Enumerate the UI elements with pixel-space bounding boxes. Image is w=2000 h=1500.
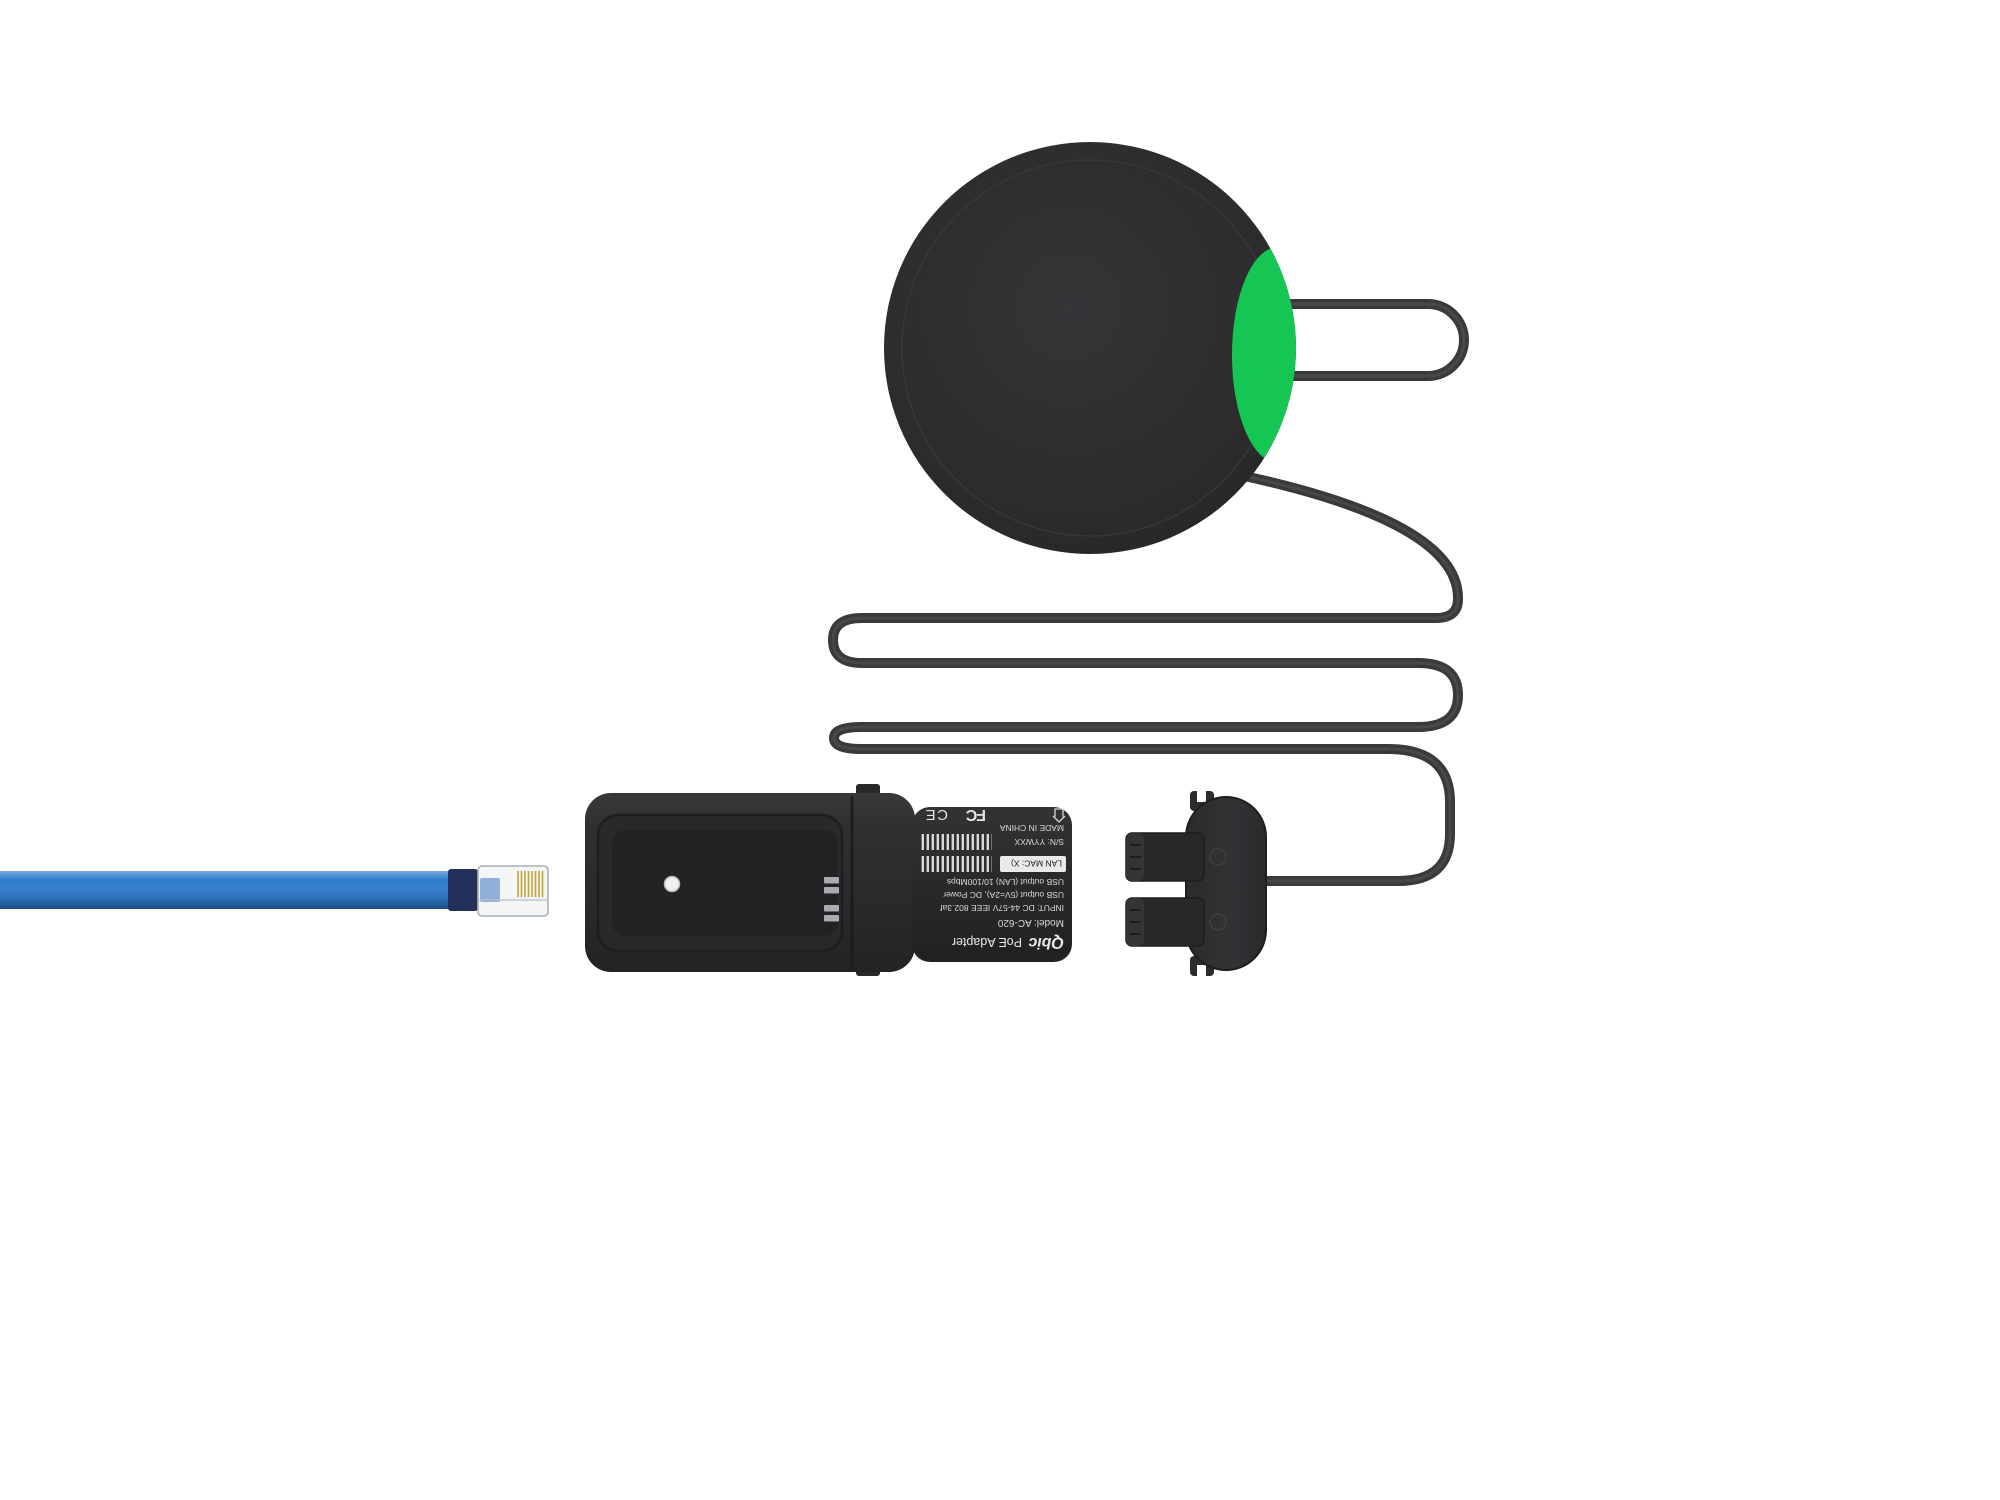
power-cable-loop: [1271, 299, 1469, 381]
usb-plug-bottom: [1125, 897, 1205, 947]
label-barcode-1: [920, 856, 992, 872]
poe-adapter: Qbic PoE Adapter Model: AC-620 INPUT: DC…: [585, 784, 1072, 976]
ethernet-cable-assembly: [0, 865, 549, 917]
power-cable: [828, 299, 1469, 886]
power-cable-loop-highlight: [1274, 302, 1466, 378]
adapter-metal-contacts: [824, 877, 839, 922]
puck-body: [884, 142, 1296, 554]
label-usb-power-line: USB output (5V=2A), DC Power: [943, 890, 1064, 900]
label-mac-box: [1000, 856, 1066, 872]
rj45-connector: [477, 865, 549, 917]
adapter-label: Qbic PoE Adapter Model: AC-620 INPUT: DC…: [920, 806, 1066, 951]
usb-plug-top-grip-ridges: [1130, 844, 1141, 870]
label-input-line: INPUT: DC 44-57V IEEE 802.3af: [940, 903, 1064, 913]
label-model-line: Model: AC-620: [997, 917, 1064, 928]
grommet-mold-mark-bottom: [1209, 913, 1227, 931]
grommet-mold-mark-top: [1209, 848, 1227, 866]
ce-logo: CE: [924, 806, 948, 823]
ethernet-cable-tip: [448, 869, 478, 911]
usb-plug-top: [1125, 832, 1205, 882]
rj45-inner-cable: [480, 878, 500, 902]
puck-device: [884, 142, 1296, 554]
label-product: PoE Adapter: [952, 935, 1022, 949]
adapter-cavity-hole: [663, 875, 681, 893]
label-mac-text: LAN MAC: X): [1011, 859, 1062, 869]
ethernet-cable-shading: [0, 871, 454, 909]
usb-plug-bottom-grip-ridges: [1130, 909, 1141, 935]
indoor-use-icon: [1052, 808, 1066, 823]
label-serial-line: S/N: YYWXX: [1014, 837, 1064, 847]
rj45-gold-pins: [517, 871, 544, 897]
green-connector-port: [1232, 247, 1296, 463]
usb-plug-assembly: [1125, 791, 1267, 976]
label-made-in-line: MADE IN CHINA: [999, 823, 1064, 833]
power-cable-serpentine-highlight: [831, 466, 1460, 883]
fcc-logo: FC: [965, 806, 986, 823]
adapter-port-cavity-floor: [612, 830, 838, 936]
label-brand: Qbic: [1028, 934, 1064, 951]
label-usb-lan-line: USB output (LAN) 10/100Mbps: [947, 877, 1064, 887]
cable-grommet: [1185, 796, 1267, 971]
label-barcode-2: [920, 834, 992, 850]
